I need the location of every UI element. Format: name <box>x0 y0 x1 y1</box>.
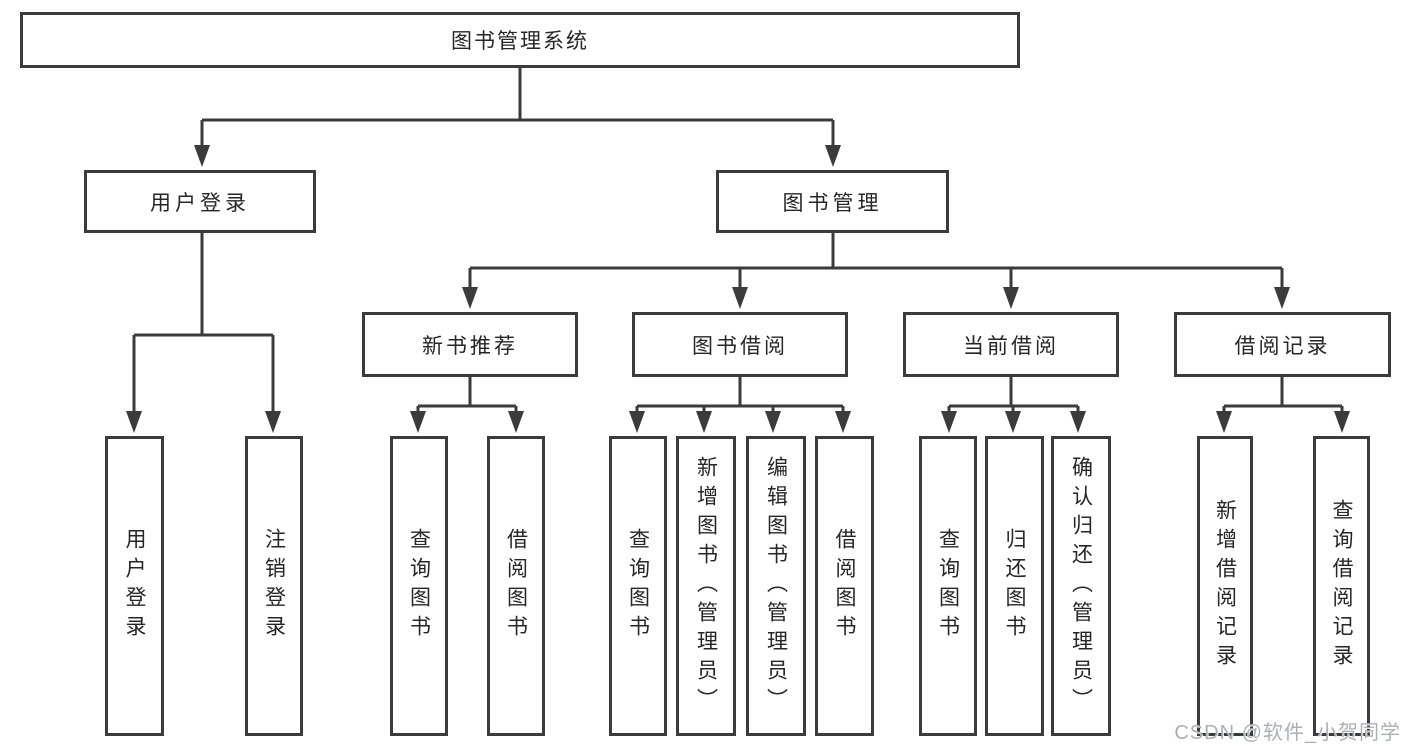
node-user-login-label: 用户登录 <box>150 191 250 215</box>
leaf-query-books-recommend: 查询图书 <box>390 436 448 736</box>
leaf-user-login-label: 用户登录 <box>123 528 146 644</box>
leaf-logout-login: 注销登录 <box>245 436 303 736</box>
leaf-add-borrow-record-label: 新增借阅记录 <box>1213 499 1237 673</box>
csdn-watermark: CSDN @软件_小贺同学 <box>1174 722 1401 744</box>
leaf-edit-books-admin: 编辑图书（管理员） <box>746 436 806 736</box>
leaf-query-books-current-label: 查询图书 <box>936 528 960 644</box>
leaf-confirm-return-admin: 确认归还（管理员） <box>1051 436 1111 736</box>
leaf-query-borrow-record: 查询借阅记录 <box>1313 436 1370 736</box>
leaf-logout-login-label: 注销登录 <box>262 528 286 644</box>
leaf-user-login: 用户登录 <box>105 436 164 736</box>
node-library-management-system-label: 图书管理系统 <box>451 30 589 53</box>
node-current-borrowing: 当前借阅 <box>903 312 1119 377</box>
leaf-confirm-return-admin-label: 确认归还（管理员） <box>1069 455 1093 717</box>
leaf-edit-books-admin-label: 编辑图书（管理员） <box>764 455 788 717</box>
node-user-login: 用户登录 <box>84 170 316 233</box>
leaf-return-books: 归还图书 <box>985 436 1044 736</box>
node-borrowing-records: 借阅记录 <box>1174 312 1391 377</box>
leaf-query-books-borrowing: 查询图书 <box>609 436 667 736</box>
leaf-add-books-admin-label: 新增图书（管理员） <box>694 455 718 717</box>
node-book-management-label: 图书管理 <box>782 191 883 215</box>
node-library-management-system: 图书管理系统 <box>20 12 1020 68</box>
node-borrowing-records-label: 借阅记录 <box>1234 334 1331 358</box>
node-book-management: 图书管理 <box>716 170 949 233</box>
leaf-borrow-books-recommend-label: 借阅图书 <box>504 528 528 644</box>
leaf-add-books-admin: 新增图书（管理员） <box>676 436 736 736</box>
node-book-borrowing-label: 图书借阅 <box>692 334 788 358</box>
leaf-query-books-borrowing-label: 查询图书 <box>626 528 650 644</box>
node-book-borrowing: 图书借阅 <box>632 312 848 377</box>
tree-edges <box>132 68 1344 418</box>
node-new-book-recommendation-label: 新书推荐 <box>422 334 518 358</box>
leaf-query-borrow-record-label: 查询借阅记录 <box>1330 499 1353 673</box>
leaf-borrow-books-borrowing-label: 借阅图书 <box>833 528 856 644</box>
leaf-add-borrow-record: 新增借阅记录 <box>1197 436 1253 736</box>
leaf-query-books-recommend-label: 查询图书 <box>407 528 431 644</box>
leaf-query-books-current: 查询图书 <box>919 436 977 736</box>
leaf-borrow-books-borrowing: 借阅图书 <box>815 436 874 736</box>
leaf-borrow-books-recommend: 借阅图书 <box>487 436 545 736</box>
node-new-book-recommendation: 新书推荐 <box>362 312 578 377</box>
arrowheads <box>126 145 1350 433</box>
node-current-borrowing-label: 当前借阅 <box>963 334 1059 358</box>
leaf-return-books-label: 归还图书 <box>1003 528 1026 644</box>
